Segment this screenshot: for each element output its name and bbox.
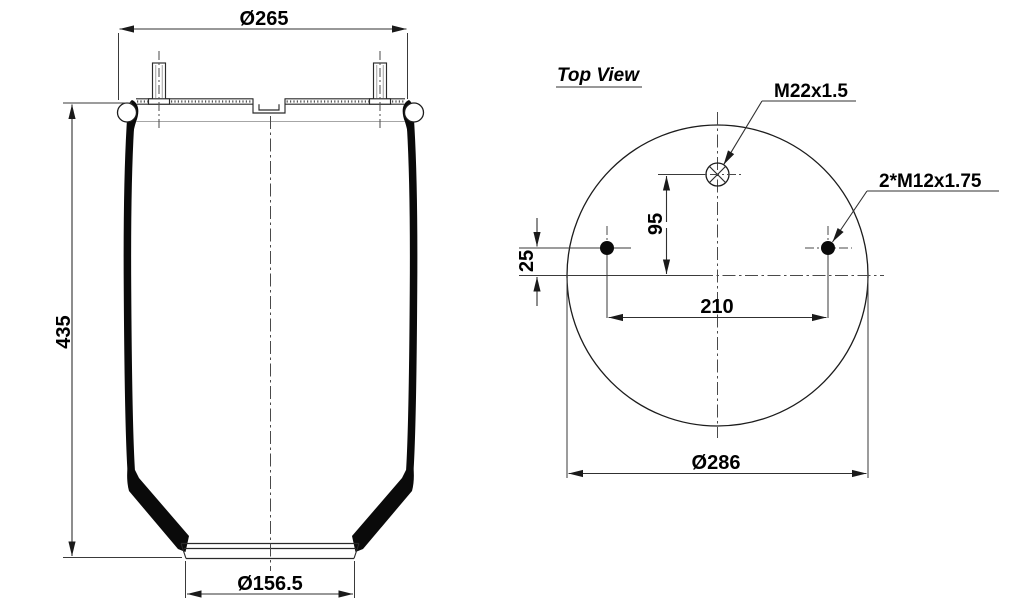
label-height: 435 bbox=[53, 315, 75, 348]
dim-top-diameter: Ø265 bbox=[118, 8, 408, 100]
stud-hole-right bbox=[805, 226, 852, 318]
bead-roll-right bbox=[403, 102, 425, 123]
label-bottom-diameter: Ø156.5 bbox=[237, 573, 303, 595]
center-recess-outer bbox=[252, 98, 286, 114]
label-stud-spacing: 210 bbox=[700, 296, 733, 318]
dim-port-offset: 95 bbox=[645, 174, 705, 274]
label-port-offset: 95 bbox=[645, 213, 667, 235]
mounting-stud-right bbox=[368, 51, 392, 128]
stud-hole-left bbox=[519, 226, 631, 318]
bellows-wall-right bbox=[405, 115, 418, 476]
air-port-callout: M22x1.5 bbox=[723, 81, 856, 165]
top-view: Top View M22x1.5 bbox=[516, 65, 999, 478]
bead-roll-left bbox=[116, 102, 138, 123]
dim-stud-offset: 25 bbox=[516, 218, 541, 306]
bellows-wall-left bbox=[123, 115, 136, 476]
dim-height: 435 bbox=[53, 102, 182, 558]
dim-outer-diameter: Ø286 bbox=[566, 278, 869, 478]
dim-bottom-diameter: Ø156.5 bbox=[185, 561, 355, 598]
label-stud-offset: 25 bbox=[516, 250, 538, 272]
center-recess-inner bbox=[258, 104, 280, 111]
mounting-stud-left bbox=[147, 51, 171, 128]
label-top-diameter: Ø265 bbox=[240, 8, 289, 30]
label-stud-thread: 2*M12x1.75 bbox=[879, 171, 982, 192]
bellows-taper-right bbox=[352, 468, 414, 552]
center-recess-clear bbox=[253, 98, 285, 105]
stud-thread-callout: 2*M12x1.75 bbox=[832, 171, 999, 243]
label-outer-diameter: Ø286 bbox=[692, 452, 741, 474]
side-view: Ø265 435 Ø156.5 bbox=[53, 8, 425, 598]
dim-stud-spacing: 210 bbox=[608, 296, 827, 322]
bellows-taper-left bbox=[127, 468, 189, 552]
label-air-port-thread: M22x1.5 bbox=[774, 81, 848, 102]
top-view-title: Top View bbox=[557, 65, 640, 86]
